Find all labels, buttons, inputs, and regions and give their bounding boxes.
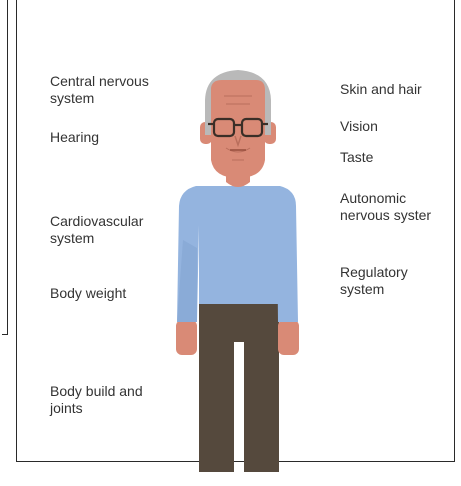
pants bbox=[199, 302, 279, 472]
face bbox=[211, 80, 265, 178]
